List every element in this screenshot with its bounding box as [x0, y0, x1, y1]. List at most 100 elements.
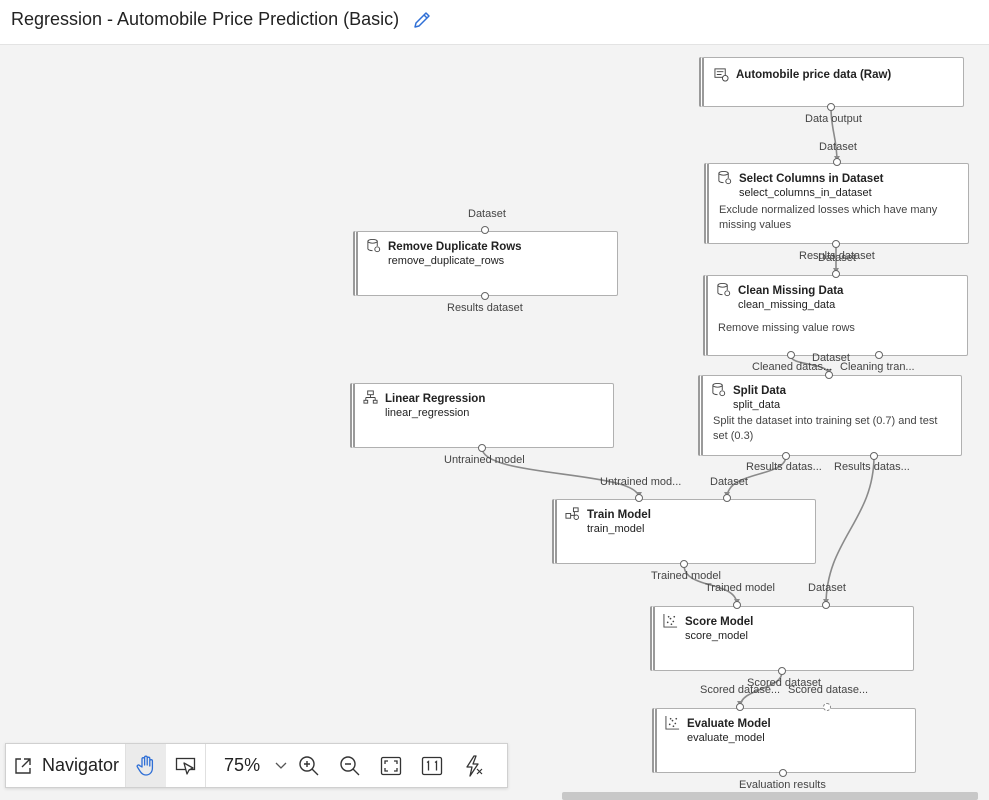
port-label: Results datas...: [746, 461, 822, 473]
port-label: Trained model: [651, 570, 721, 582]
node-subtitle: remove_duplicate_rows: [388, 255, 505, 267]
port-clean-input[interactable]: [832, 270, 840, 278]
port-split-output-2[interactable]: [870, 452, 878, 460]
port-evaluate-output[interactable]: [779, 769, 787, 777]
auto-layout-button[interactable]: [452, 744, 493, 787]
navigator-label: Navigator: [42, 755, 120, 775]
zoom-out-icon: [339, 755, 360, 775]
zoom-in-icon: [298, 755, 319, 775]
port-label: Evaluation results: [739, 779, 826, 791]
node-linear-regression[interactable]: Linear Regression linear_regression: [350, 383, 614, 448]
node-title: Clean Missing Data: [738, 285, 844, 297]
port-clean-output-1[interactable]: [787, 351, 795, 359]
port-select-input[interactable]: [833, 158, 841, 166]
page-title: Regression - Automobile Price Prediction…: [11, 9, 400, 29]
actual-size-icon: [421, 756, 442, 775]
dataset-icon: [712, 382, 726, 397]
node-evaluate-model[interactable]: Evaluate Model evaluate_model: [652, 708, 916, 773]
fit-to-screen-button[interactable]: [370, 744, 411, 787]
actual-size-button[interactable]: [411, 744, 452, 787]
algorithm-icon: [363, 390, 378, 404]
node-score-model[interactable]: Score Model score_model: [650, 606, 914, 671]
node-description: Split the dataset into training set (0.7…: [713, 415, 938, 442]
fit-screen-icon: [380, 756, 401, 775]
port-label: Results datas...: [834, 461, 910, 473]
node-subtitle: split_data: [733, 399, 781, 411]
port-train-output[interactable]: [680, 560, 688, 568]
zoom-out-button[interactable]: [329, 744, 370, 787]
port-evaluate-input-2[interactable]: [823, 703, 831, 711]
node-split-data[interactable]: Split Data split_data Split the dataset …: [698, 375, 962, 456]
canvas-toolbar: Navigator 75%: [5, 743, 508, 788]
node-title: Select Columns in Dataset: [739, 173, 884, 185]
port-label: Untrained mod...: [600, 476, 682, 488]
node-remove-duplicate-rows[interactable]: Remove Duplicate Rows remove_duplicate_r…: [353, 231, 618, 296]
chevron-down-icon: [275, 762, 287, 769]
port-score-output[interactable]: [778, 667, 786, 675]
dataset-icon: [717, 282, 731, 297]
port-label: Results dataset: [447, 302, 523, 314]
zoom-level-dropdown[interactable]: 75%: [214, 744, 288, 787]
dataset-icon: [718, 170, 732, 185]
port-label: Dataset: [818, 252, 856, 264]
train-icon: [565, 507, 579, 520]
scatter-icon: [665, 715, 680, 730]
port-remove-duplicate-input[interactable]: [481, 226, 489, 234]
port-evaluate-input-1[interactable]: [736, 703, 744, 711]
node-description: Exclude normalized losses which have man…: [719, 204, 938, 231]
node-subtitle: train_model: [587, 523, 645, 535]
node-subtitle: evaluate_model: [687, 732, 765, 744]
port-score-input-2[interactable]: [822, 601, 830, 609]
node-title: Automobile price data (Raw): [736, 69, 892, 81]
node-subtitle: select_columns_in_dataset: [739, 187, 872, 199]
port-select-output[interactable]: [832, 240, 840, 248]
port-label: Dataset: [710, 476, 748, 488]
port-split-output-1[interactable]: [782, 452, 790, 460]
node-clean-missing-data[interactable]: Clean Missing Data clean_missing_data Re…: [703, 275, 968, 356]
node-automobile-price-data[interactable]: Automobile price data (Raw): [699, 57, 964, 107]
dataset-icon: [367, 238, 381, 253]
pointer-select-icon: [175, 757, 195, 775]
node-subtitle: clean_missing_data: [738, 299, 836, 311]
port-label: Dataset: [812, 352, 850, 364]
node-title: Remove Duplicate Rows: [388, 241, 522, 253]
node-select-columns[interactable]: Select Columns in Dataset select_columns…: [704, 163, 969, 244]
port-data-output[interactable]: [827, 103, 835, 111]
node-subtitle: linear_regression: [385, 407, 470, 419]
scatter-icon: [663, 613, 678, 628]
zoom-value: 75%: [224, 755, 261, 775]
port-clean-output-2[interactable]: [875, 351, 883, 359]
header: Regression - Automobile Price Prediction…: [0, 0, 989, 45]
port-label: Trained model: [705, 582, 775, 594]
port-label: Results dataset: [799, 250, 875, 262]
port-label: Dataset: [819, 141, 857, 153]
port-score-input-1[interactable]: [733, 601, 741, 609]
horizontal-scrollbar[interactable]: [562, 792, 978, 800]
port-label: Untrained model: [444, 454, 525, 466]
navigator-button[interactable]: Navigator: [6, 744, 127, 787]
select-tool-button[interactable]: [166, 744, 207, 787]
port-train-input-1[interactable]: [635, 494, 643, 502]
port-split-input[interactable]: [825, 371, 833, 379]
pencil-icon[interactable]: [410, 8, 434, 32]
port-label: Cleaning tran...: [840, 361, 915, 373]
node-subtitle: score_model: [685, 630, 748, 642]
node-train-model[interactable]: Train Model train_model: [552, 499, 816, 564]
port-label: Data output: [805, 113, 862, 125]
node-title: Split Data: [733, 385, 787, 397]
node-title: Score Model: [685, 616, 754, 628]
node-title: Train Model: [587, 509, 651, 521]
port-linear-output[interactable]: [478, 444, 486, 452]
node-description: Remove missing value rows: [718, 322, 855, 334]
hand-icon: [136, 755, 154, 776]
pan-tool-button[interactable]: [126, 744, 167, 787]
port-train-input-2[interactable]: [723, 494, 731, 502]
lightning-icon: [465, 754, 482, 777]
zoom-in-button[interactable]: [288, 744, 329, 787]
port-label: Dataset: [468, 208, 506, 220]
node-title: Linear Regression: [385, 393, 486, 405]
port-label: Dataset: [808, 582, 846, 594]
port-label: Scored datase...: [700, 684, 781, 696]
node-title: Evaluate Model: [687, 718, 771, 730]
port-remove-duplicate-output[interactable]: [481, 292, 489, 300]
